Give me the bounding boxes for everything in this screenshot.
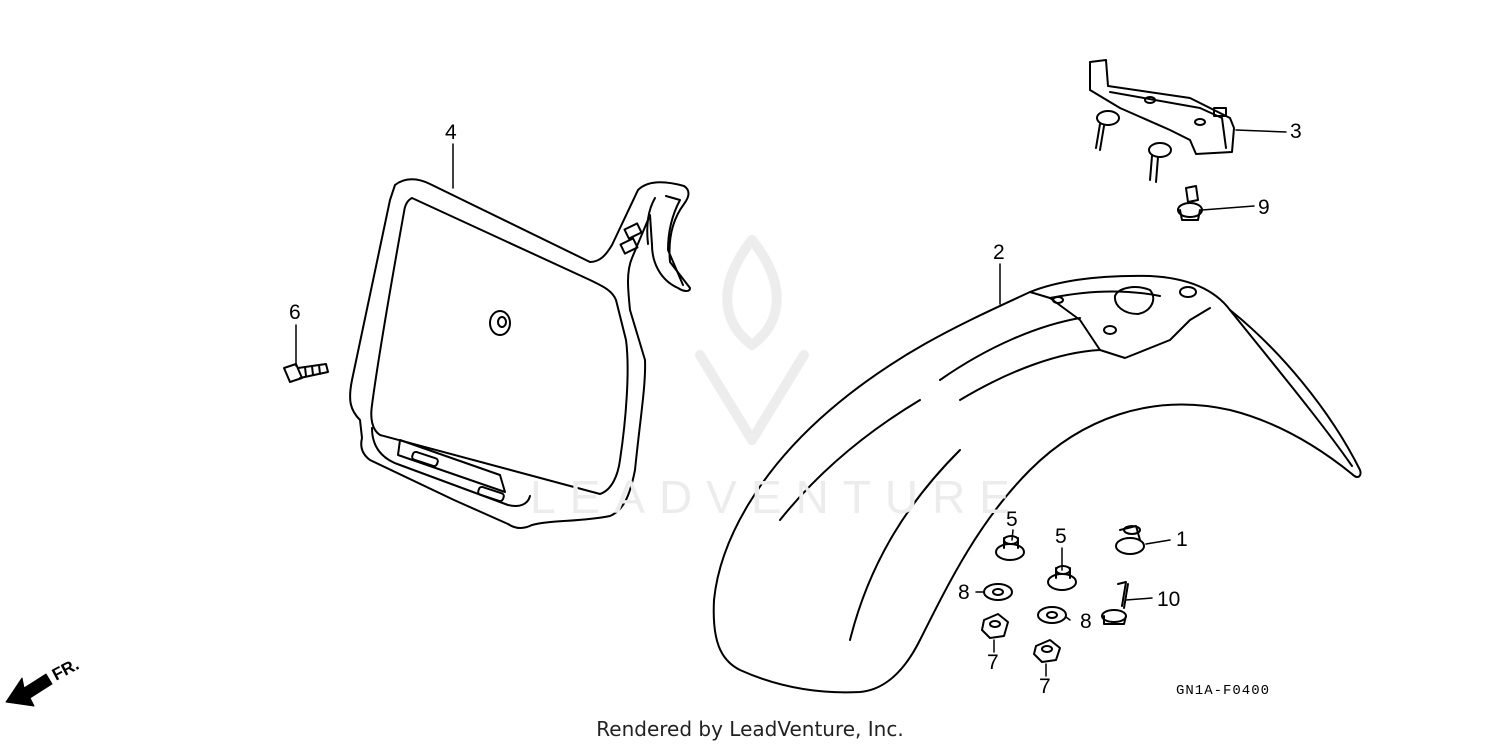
collar-part-5b[interactable] bbox=[1047, 565, 1077, 591]
callout-8-left[interactable]: 8 bbox=[958, 581, 970, 604]
callout-10[interactable]: 10 bbox=[1157, 588, 1181, 611]
callout-7-left[interactable]: 7 bbox=[987, 651, 999, 674]
callout-6[interactable]: 6 bbox=[289, 301, 301, 324]
nut-part-7b[interactable] bbox=[1033, 639, 1061, 663]
callout-5-upper[interactable]: 5 bbox=[1006, 508, 1018, 531]
leader-lines bbox=[295, 129, 1287, 677]
bolt-part-9[interactable] bbox=[1177, 185, 1203, 221]
bolt-part-10[interactable] bbox=[1101, 581, 1129, 625]
bracket-part-3[interactable] bbox=[1089, 59, 1235, 183]
callout-2[interactable]: 2 bbox=[993, 241, 1005, 264]
drawing-code: GN1A-F0400 bbox=[1176, 683, 1271, 699]
callout-3[interactable]: 3 bbox=[1290, 120, 1302, 143]
number-plate-part-4[interactable] bbox=[349, 178, 691, 529]
washer-part-8b[interactable] bbox=[1037, 606, 1067, 624]
callout-4[interactable]: 4 bbox=[445, 121, 457, 144]
front-fender-part-2[interactable] bbox=[712, 274, 1362, 694]
callout-7-right[interactable]: 7 bbox=[1039, 675, 1051, 698]
watermark-text: LEADVENTURE bbox=[530, 471, 1024, 523]
nut-part-7a[interactable] bbox=[981, 613, 1009, 639]
callout-1[interactable]: 1 bbox=[1176, 528, 1188, 551]
callout-9[interactable]: 9 bbox=[1258, 196, 1270, 219]
callout-5-lower[interactable]: 5 bbox=[1055, 525, 1067, 548]
footer-credit: Rendered by LeadVenture, Inc. bbox=[596, 717, 904, 741]
bolt-part-6[interactable] bbox=[283, 363, 329, 383]
callout-8-right[interactable]: 8 bbox=[1080, 610, 1092, 633]
grommet-part-1[interactable] bbox=[1115, 525, 1145, 555]
watermark-logo bbox=[695, 235, 809, 445]
washer-part-8a[interactable] bbox=[983, 583, 1013, 601]
front-direction-arrow-icon bbox=[5, 673, 53, 707]
collar-part-5a[interactable] bbox=[995, 535, 1025, 561]
